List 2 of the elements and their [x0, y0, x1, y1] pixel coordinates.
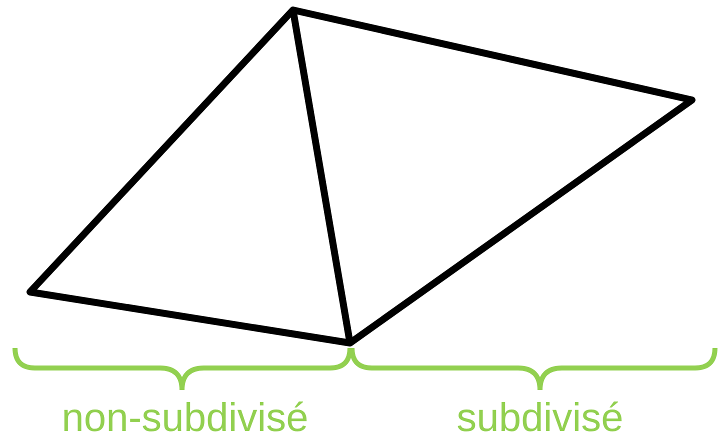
brace-label: subdivisé [456, 396, 624, 440]
brace-label: non-subdivisé [62, 396, 308, 440]
